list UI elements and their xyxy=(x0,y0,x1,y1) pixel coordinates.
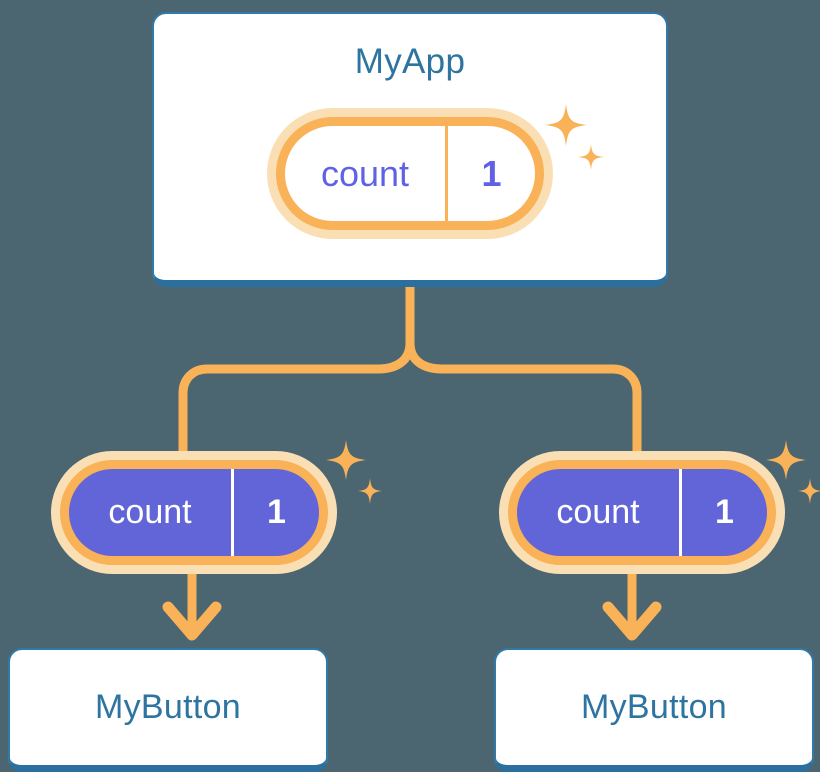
state-pill-mybutton-right[interactable]: count 1 xyxy=(508,460,776,565)
state-value: 1 xyxy=(231,469,319,556)
state-key: count xyxy=(320,152,410,194)
state-value: 1 xyxy=(679,469,767,556)
sparkle-icon xyxy=(326,440,382,504)
state-pill-myapp[interactable]: count 1 xyxy=(276,117,544,230)
tree-connector-path xyxy=(178,282,642,460)
arrow-left xyxy=(162,572,222,641)
component-card-mybutton-right[interactable]: MyButton xyxy=(494,648,814,772)
state-key: count xyxy=(108,493,192,531)
component-title-myapp: MyApp xyxy=(354,42,466,81)
state-pill-mybutton-left[interactable]: count 1 xyxy=(60,460,328,565)
component-title-mybutton: MyButton xyxy=(94,688,242,726)
component-card-mybutton-left[interactable]: MyButton xyxy=(8,648,328,772)
component-title-mybutton: MyButton xyxy=(580,688,728,726)
state-key: count xyxy=(556,493,640,531)
state-value: 1 xyxy=(445,126,535,221)
arrow-right xyxy=(602,572,662,641)
